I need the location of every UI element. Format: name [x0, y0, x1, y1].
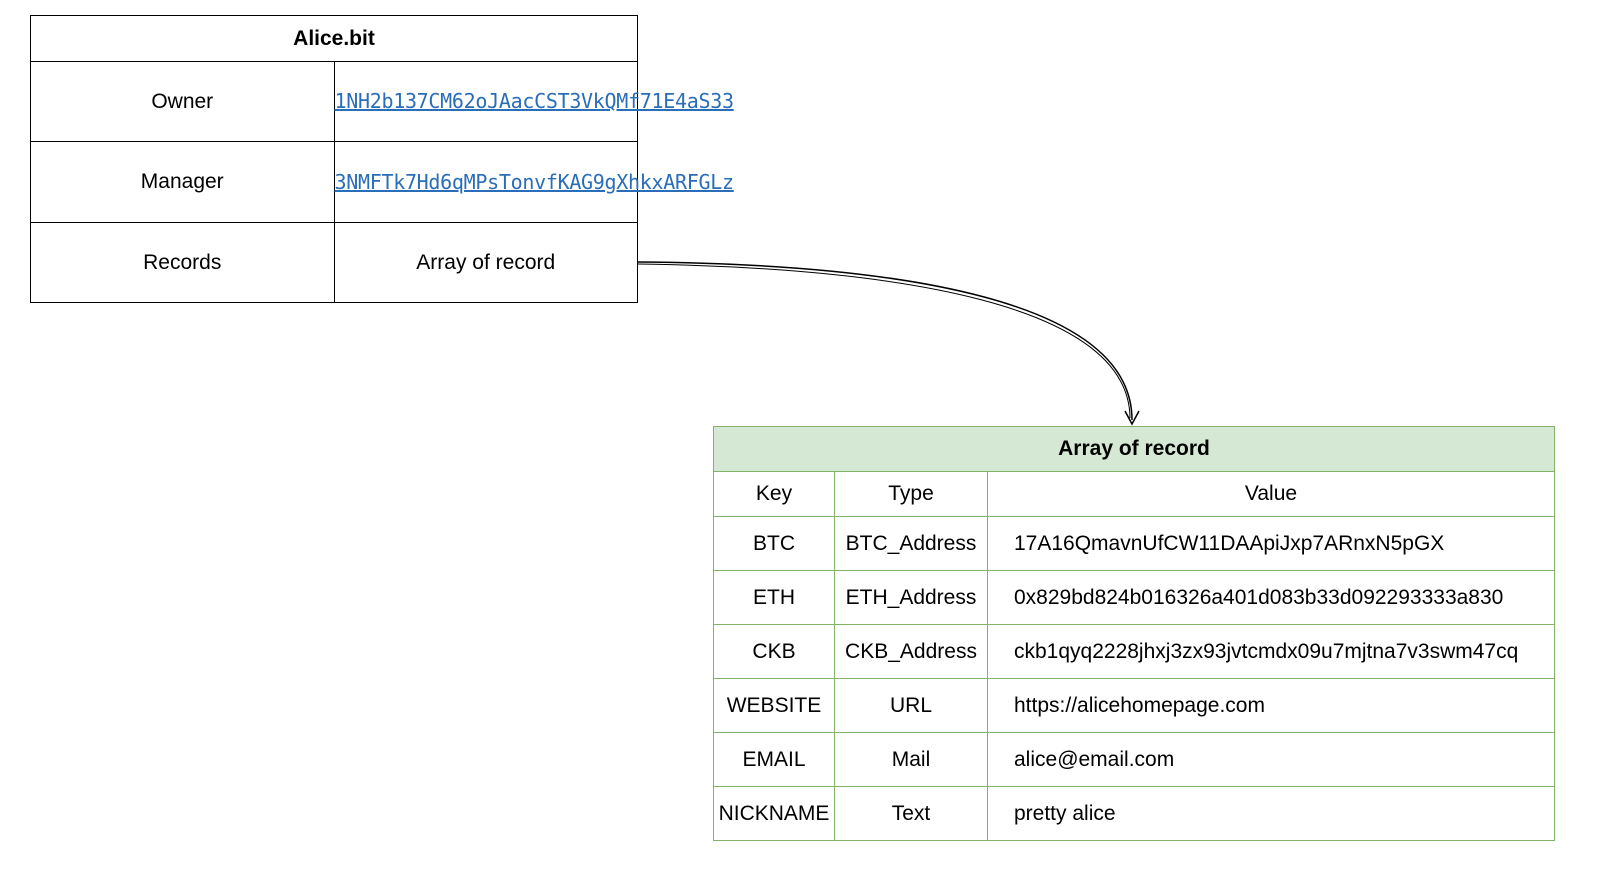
record-key: NICKNAME: [713, 786, 835, 841]
record-key: ETH: [713, 570, 835, 625]
record-value: ckb1qyq2228jhxj3zx93jvtcmdx09u7mjtna7v3s…: [987, 624, 1555, 679]
alice-table-title: Alice.bit: [30, 15, 638, 62]
array-of-record-table: Array of record Key Type Value BTC BTC_A…: [713, 426, 1555, 841]
record-table-header-row: Key Type Value: [713, 471, 1555, 517]
table-row: CKB CKB_Address ckb1qyq2228jhxj3zx93jvtc…: [713, 624, 1555, 679]
record-table-title-row: Array of record: [713, 426, 1555, 472]
records-value: Array of record: [333, 222, 638, 303]
connector-line-sketch: [637, 263, 1131, 419]
manager-value-cell: 3NMFTk7Hd6qMPsTonvfKAG9gXhkxARFGLz: [333, 141, 734, 223]
record-type: ETH_Address: [834, 570, 988, 625]
owner-address-link[interactable]: 1NH2b137CM62oJAacCST3VkQMf71E4aS33: [334, 89, 735, 113]
owner-label: Owner: [30, 61, 335, 142]
owner-value-cell: 1NH2b137CM62oJAacCST3VkQMf71E4aS33: [333, 61, 734, 142]
table-row: WEBSITE URL https://alicehomepage.com: [713, 678, 1555, 733]
manager-address-link[interactable]: 3NMFTk7Hd6qMPsTonvfKAG9gXhkxARFGLz: [334, 169, 735, 194]
record-value: 17A16QmavnUfCW11DAApiJxp7ARnxN5pGX: [987, 516, 1555, 571]
table-row: NICKNAME Text pretty alice: [713, 786, 1555, 841]
arrowhead-icon: [1124, 410, 1140, 426]
alice-bit-table: Alice.bit Owner 1NH2b137CM62oJAacCST3VkQ…: [30, 15, 734, 303]
record-type: Mail: [834, 732, 988, 787]
record-key: BTC: [713, 516, 835, 571]
record-table-title: Array of record: [713, 426, 1555, 472]
record-type: BTC_Address: [834, 516, 988, 571]
manager-label: Manager: [30, 141, 335, 223]
key-column-header: Key: [713, 471, 835, 517]
alice-table-header-row: Alice.bit: [30, 15, 638, 62]
record-key: CKB: [713, 624, 835, 679]
record-type: Text: [834, 786, 988, 841]
owner-row: Owner 1NH2b137CM62oJAacCST3VkQMf71E4aS33: [30, 61, 734, 142]
type-column-header: Type: [834, 471, 988, 517]
record-type: CKB_Address: [834, 624, 988, 679]
value-column-header: Value: [987, 471, 1555, 517]
record-value: 0x829bd824b016326a401d083b33d092293333a8…: [987, 570, 1555, 625]
record-key: WEBSITE: [713, 678, 835, 733]
table-row: BTC BTC_Address 17A16QmavnUfCW11DAApiJxp…: [713, 516, 1555, 571]
record-value: alice@email.com: [987, 732, 1555, 787]
record-type: URL: [834, 678, 988, 733]
record-key: EMAIL: [713, 732, 835, 787]
manager-row: Manager 3NMFTk7Hd6qMPsTonvfKAG9gXhkxARFG…: [30, 141, 734, 223]
records-row: Records Array of record: [30, 222, 638, 303]
record-value: pretty alice: [987, 786, 1555, 841]
table-row: ETH ETH_Address 0x829bd824b016326a401d08…: [713, 570, 1555, 625]
record-value: https://alicehomepage.com: [987, 678, 1555, 733]
connector-line: [637, 261, 1133, 421]
table-row: EMAIL Mail alice@email.com: [713, 732, 1555, 787]
records-label: Records: [30, 222, 335, 303]
